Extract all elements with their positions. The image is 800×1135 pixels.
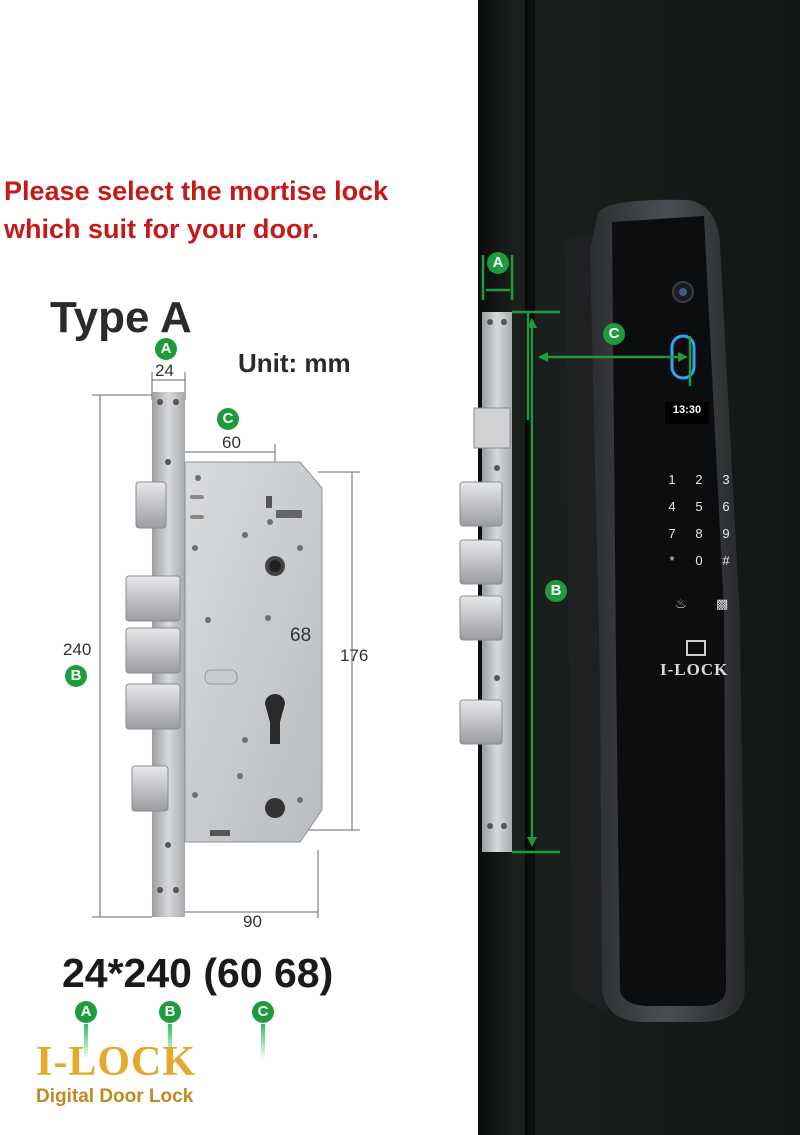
glow-c [261, 1024, 265, 1060]
guide-lines [481, 255, 692, 854]
glow-b [168, 1024, 172, 1060]
headline: Please select the mortise lock which sui… [4, 172, 388, 248]
key-star[interactable]: * [669, 553, 675, 568]
door-badge-c: C [603, 323, 625, 345]
key-hash[interactable]: # [722, 553, 730, 568]
badge-c: C [217, 408, 239, 430]
diagram-title: Type A [50, 293, 192, 342]
key-2[interactable]: 2 [695, 472, 703, 487]
key-9[interactable]: 9 [722, 526, 730, 541]
dim-faceplate-width: 24 [155, 361, 174, 380]
spec-badge-c: C [252, 1001, 274, 1023]
badge-a: A [155, 338, 177, 360]
key-5[interactable]: 5 [695, 499, 703, 514]
dim-height: 240 [63, 640, 92, 659]
brand-emblem-icon [686, 640, 706, 656]
handle-brand-label: I-LOCK [660, 660, 729, 679]
spec-badge-a: A [75, 1001, 97, 1023]
lock-screen [665, 402, 709, 424]
dim-case-height: 176 [340, 646, 369, 665]
headline-line-1: Please select the mortise lock [4, 176, 389, 206]
bell-icon[interactable]: ♨ [675, 596, 687, 611]
door-badge-a: A [487, 252, 509, 274]
spec-size: 24*240 (60 68) [62, 950, 334, 996]
key-1[interactable]: 1 [668, 472, 676, 487]
dim-case-depth: 90 [243, 912, 262, 931]
dim-backset: 60 [222, 433, 241, 452]
brand-logo: I-LOCK [36, 1039, 197, 1085]
lock-icon[interactable]: ▩ [716, 596, 729, 611]
door-badge-b: B [545, 580, 567, 602]
lock-bolts [125, 481, 181, 812]
glow-a [84, 1024, 88, 1060]
brand-tagline: Digital Door Lock [36, 1086, 194, 1107]
lock-screen-time: 13:30 [672, 404, 702, 416]
lock-case [184, 461, 323, 843]
keypad: 1 2 3 4 5 6 7 8 9 * 0 # [660, 472, 740, 568]
key-3[interactable]: 3 [722, 472, 730, 487]
headline-line-2: which suit for your door. [4, 214, 320, 244]
key-0[interactable]: 0 [695, 553, 703, 568]
key-4[interactable]: 4 [668, 499, 676, 514]
spec-badge-b: B [159, 1001, 181, 1023]
unit-label: Unit: mm [238, 348, 351, 378]
key-6[interactable]: 6 [722, 499, 730, 514]
key-8[interactable]: 8 [695, 526, 703, 541]
key-7[interactable]: 7 [668, 526, 676, 541]
dim-hole-spacing: 68 [290, 625, 312, 646]
badge-b: B [65, 665, 87, 687]
